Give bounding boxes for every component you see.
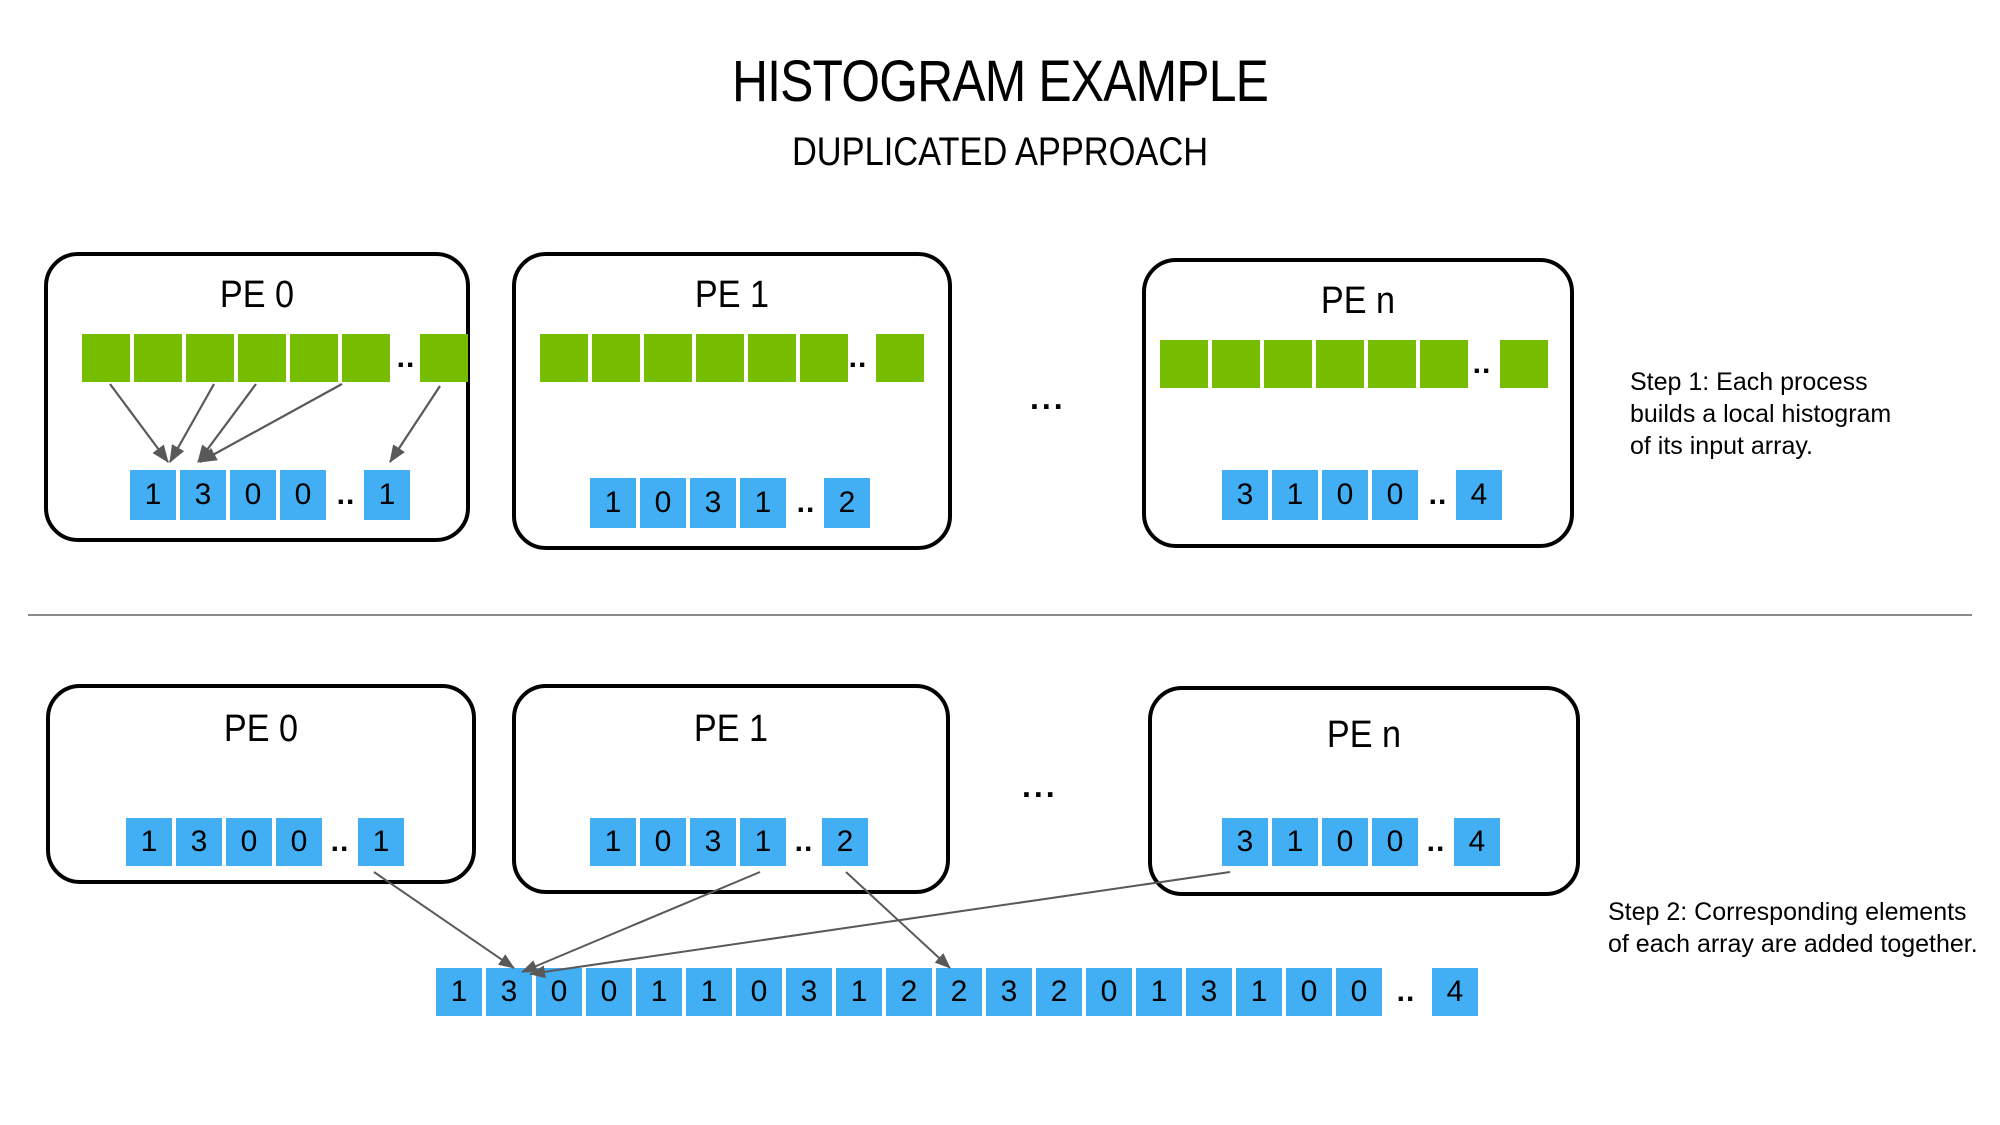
input-cell bbox=[342, 334, 390, 382]
input-cell bbox=[540, 334, 588, 382]
input-cell bbox=[238, 334, 286, 382]
section-divider bbox=[28, 614, 1972, 616]
hist-cell-tail: 2 bbox=[822, 818, 868, 866]
input-ellipsis: .. bbox=[1472, 347, 1492, 380]
pe-label: PE 1 bbox=[694, 274, 770, 316]
result-cell: 3 bbox=[986, 968, 1032, 1016]
result-cell: 1 bbox=[1236, 968, 1282, 1016]
result-cell: 1 bbox=[436, 968, 482, 1016]
hist-ellipsis: .. bbox=[330, 825, 350, 858]
group-ellipsis-step2: ... bbox=[1022, 768, 1058, 804]
hist-cell: 1 bbox=[126, 818, 172, 866]
input-ellipsis: .. bbox=[848, 341, 868, 374]
result-ellipsis: .. bbox=[1396, 975, 1416, 1008]
hist-cell: 0 bbox=[1372, 818, 1418, 866]
hist-ellipsis: .. bbox=[794, 825, 814, 858]
hist-cell: 3 bbox=[690, 478, 736, 528]
input-cell-tail bbox=[420, 334, 468, 382]
hist-cell-tail: 2 bbox=[824, 478, 870, 528]
result-cell: 3 bbox=[1186, 968, 1232, 1016]
result-cell: 2 bbox=[936, 968, 982, 1016]
result-cell: 3 bbox=[486, 968, 532, 1016]
hist-cell: 0 bbox=[1372, 470, 1418, 520]
input-cell-tail bbox=[876, 334, 924, 382]
input-cell bbox=[1420, 340, 1468, 388]
step1-note: Step 1: Each process builds a local hist… bbox=[1630, 368, 1892, 460]
input-cell bbox=[748, 334, 796, 382]
result-cell: 0 bbox=[536, 968, 582, 1016]
result-cell: 0 bbox=[736, 968, 782, 1016]
pe-label: PE n bbox=[1326, 714, 1402, 756]
input-cell bbox=[1160, 340, 1208, 388]
input-cell bbox=[800, 334, 848, 382]
hist-cell: 0 bbox=[640, 478, 686, 528]
input-cell bbox=[696, 334, 744, 382]
page-title: HISTOGRAM EXAMPLE bbox=[731, 49, 1269, 114]
hist-cell: 0 bbox=[280, 470, 326, 520]
hist-cell: 0 bbox=[1322, 818, 1368, 866]
input-cell bbox=[592, 334, 640, 382]
hist-ellipsis: .. bbox=[1428, 478, 1448, 511]
result-cell: 0 bbox=[1336, 968, 1382, 1016]
hist-cell: 1 bbox=[740, 478, 786, 528]
hist-cell: 0 bbox=[226, 818, 272, 866]
input-cell bbox=[1212, 340, 1260, 388]
result-cell-tail: 4 bbox=[1432, 968, 1478, 1016]
hist-cell: 1 bbox=[1272, 818, 1318, 866]
hist-cell: 1 bbox=[740, 818, 786, 866]
hist-ellipsis: .. bbox=[1426, 825, 1446, 858]
page-subtitle: DUPLICATED APPROACH bbox=[791, 130, 1209, 174]
result-cell: 2 bbox=[886, 968, 932, 1016]
result-cell: 0 bbox=[1086, 968, 1132, 1016]
hist-cell: 1 bbox=[130, 470, 176, 520]
hist-cell-tail: 1 bbox=[358, 818, 404, 866]
hist-cell: 3 bbox=[690, 818, 736, 866]
hist-ellipsis: .. bbox=[796, 486, 816, 519]
input-cell bbox=[1316, 340, 1364, 388]
input-cell bbox=[1368, 340, 1416, 388]
input-ellipsis: .. bbox=[396, 341, 416, 374]
result-cell: 1 bbox=[1136, 968, 1182, 1016]
result-cell: 0 bbox=[1286, 968, 1332, 1016]
hist-cell: 3 bbox=[1222, 818, 1268, 866]
hist-cell: 0 bbox=[1322, 470, 1368, 520]
input-cell bbox=[644, 334, 692, 382]
result-cell: 1 bbox=[686, 968, 732, 1016]
pe-label: PE 0 bbox=[219, 274, 295, 316]
hist-cell-tail: 4 bbox=[1456, 470, 1502, 520]
input-cell-tail bbox=[1500, 340, 1548, 388]
hist-cell: 1 bbox=[590, 478, 636, 528]
input-cell bbox=[1264, 340, 1312, 388]
hist-cell: 3 bbox=[180, 470, 226, 520]
hist-cell: 0 bbox=[230, 470, 276, 520]
input-cell bbox=[134, 334, 182, 382]
hist-cell: 3 bbox=[1222, 470, 1268, 520]
result-cell: 3 bbox=[786, 968, 832, 1016]
hist-cell: 1 bbox=[590, 818, 636, 866]
pe-label: PE 1 bbox=[693, 708, 769, 750]
hist-cell: 0 bbox=[276, 818, 322, 866]
input-cell bbox=[290, 334, 338, 382]
hist-cell-tail: 4 bbox=[1454, 818, 1500, 866]
input-cell bbox=[186, 334, 234, 382]
input-cell bbox=[82, 334, 130, 382]
pe-label: PE n bbox=[1320, 280, 1396, 322]
pe-label: PE 0 bbox=[223, 708, 299, 750]
step2-note: Step 2: Corresponding elements of each a… bbox=[1608, 898, 1978, 958]
result-cell: 0 bbox=[586, 968, 632, 1016]
hist-cell-tail: 1 bbox=[364, 470, 410, 520]
hist-cell: 0 bbox=[640, 818, 686, 866]
result-cell: 1 bbox=[636, 968, 682, 1016]
hist-cell: 1 bbox=[1272, 470, 1318, 520]
hist-cell: 3 bbox=[176, 818, 222, 866]
result-cell: 1 bbox=[836, 968, 882, 1016]
result-cell: 2 bbox=[1036, 968, 1082, 1016]
group-ellipsis-step1: ... bbox=[1030, 380, 1066, 416]
hist-ellipsis: .. bbox=[336, 478, 356, 511]
